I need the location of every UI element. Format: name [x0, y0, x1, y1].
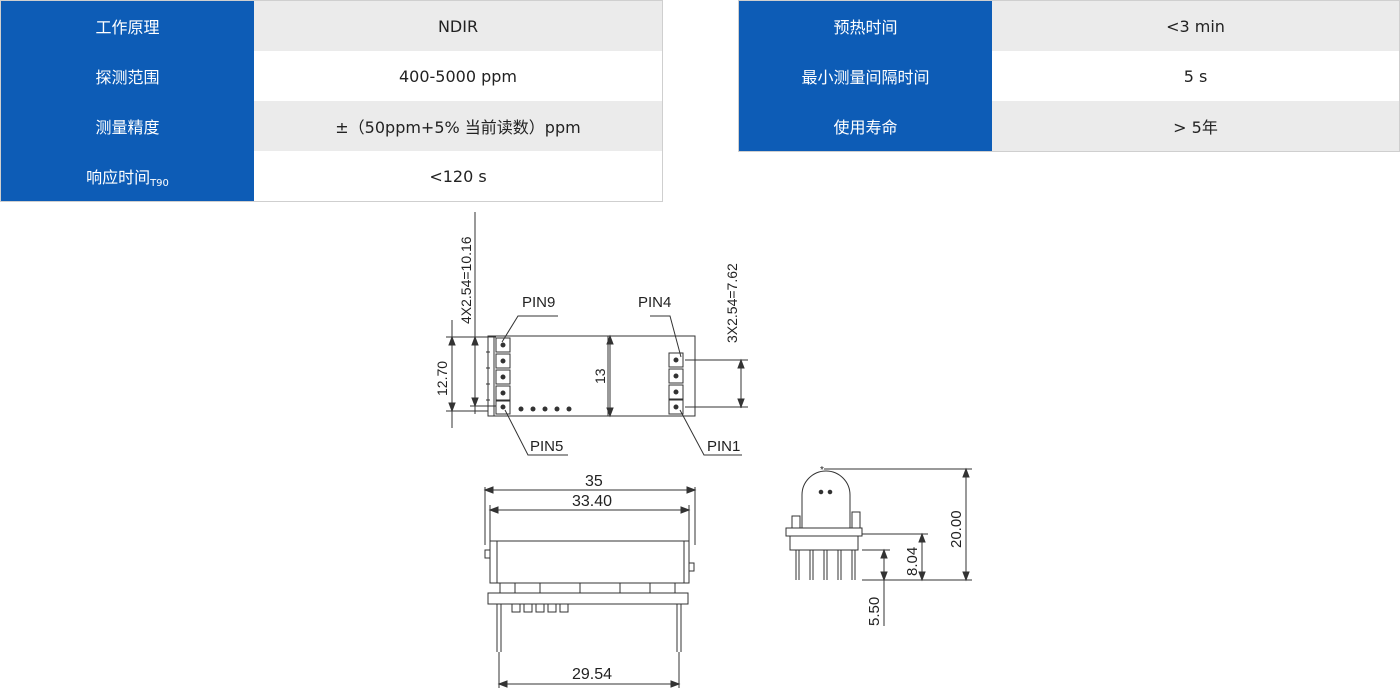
spec-label-cell: 响应时间T90 [0, 151, 254, 202]
front-view: 35 33.40 29.54 [483, 473, 697, 688]
spec-label: 探测范围 [0, 51, 254, 101]
table-row: 探测范围 400-5000 ppm [0, 51, 663, 101]
table-row: 使用寿命 > 5年 [738, 101, 1400, 152]
right-pin-column [668, 352, 695, 415]
table-row: 测量精度 ±（50ppm+5% 当前读数）ppm [0, 101, 663, 151]
spec-value: ±（50ppm+5% 当前读数）ppm [254, 101, 663, 151]
module-body [489, 540, 690, 584]
bottom-dot-row [518, 406, 572, 412]
spec-label: 预热时间 [738, 0, 992, 51]
spec-value: 400-5000 ppm [254, 51, 663, 101]
dim-side-height: 20.00 [948, 510, 965, 548]
side-view: * 20.00 8.04 5.50 [785, 465, 972, 626]
spec-value: <120 s [254, 151, 663, 202]
top-view: 4X2.54=10.16 12.70 13 3X2.54=7.62 PIN9 P… [434, 212, 748, 456]
spec-label: 响应时间 [86, 167, 151, 187]
dim-right-pitch: 3X2.54=7.62 [724, 263, 740, 343]
pin9-label: PIN9 [522, 294, 555, 311]
spec-value: NDIR [254, 0, 663, 51]
dim-pin-span: 29.54 [572, 666, 612, 683]
spec-label: 工作原理 [0, 0, 254, 51]
spec-value: > 5年 [992, 101, 1400, 152]
sensor-dome [801, 470, 851, 529]
table-row: 响应时间T90 <120 s [0, 151, 663, 202]
spec-label: 测量精度 [0, 101, 254, 151]
dim-side-pin-height: 8.04 [904, 547, 921, 576]
dim-left-pitch: 4X2.54=10.16 [458, 236, 474, 324]
spec-label-subscript: T90 [150, 177, 169, 189]
spec-table-left: 工作原理 NDIR 探测范围 400-5000 ppm 测量精度 ±（50ppm… [0, 0, 663, 202]
spec-value: 5 s [992, 51, 1400, 101]
dim-height-mid: 13 [592, 368, 608, 384]
spec-label: 使用寿命 [738, 101, 992, 152]
dim-height-left: 12.70 [434, 361, 450, 396]
dim-width-body: 33.40 [572, 493, 612, 510]
table-row: 预热时间 <3 min [738, 0, 1400, 51]
left-pin-column [486, 337, 511, 415]
module-outline [487, 335, 696, 417]
pin5-label: PIN5 [530, 438, 563, 455]
spec-label: 最小测量间隔时间 [738, 51, 992, 101]
pcb [499, 582, 676, 594]
dim-side-pin-len: 5.50 [866, 597, 883, 626]
base-plate [487, 592, 689, 605]
pin1-label: PIN1 [707, 438, 740, 455]
spec-value: <3 min [992, 0, 1400, 51]
pin4-label: PIN4 [638, 294, 671, 311]
dim-width-overall: 35 [585, 473, 603, 490]
table-row: 最小测量间隔时间 5 s [738, 51, 1400, 101]
svg-text:*: * [820, 465, 824, 476]
table-row: 工作原理 NDIR [0, 0, 663, 51]
spec-table-right: 预热时间 <3 min 最小测量间隔时间 5 s 使用寿命 > 5年 [738, 0, 1400, 152]
side-base [785, 527, 863, 537]
